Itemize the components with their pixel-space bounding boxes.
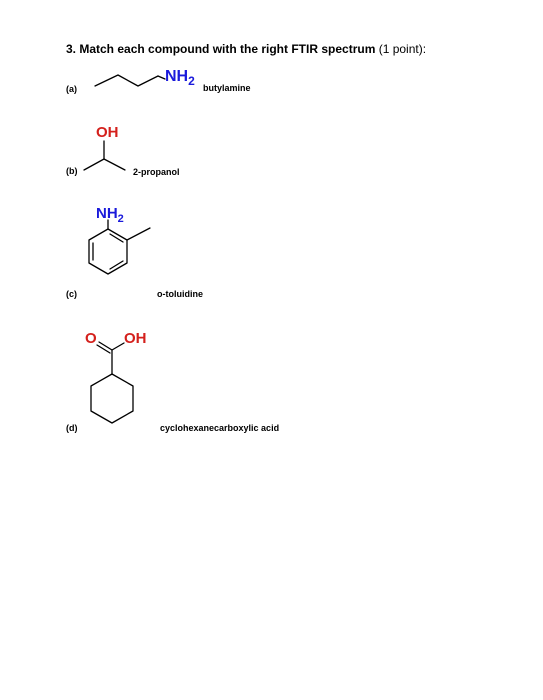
part-label-b: (b) [66,166,78,176]
part-label-d: (d) [66,423,78,433]
compound-name-b: 2-propanol [133,167,180,177]
toluidine-double-bond-3 [109,233,124,243]
compound-name-a: butylamine [203,83,251,93]
propanol-bond-right [103,158,126,171]
butylamine-structure [94,74,166,87]
acid-co-double-bond-a [98,341,113,351]
toluidine-methyl-bond [126,227,151,241]
propanol-structure [83,140,126,171]
toluidine-double-bond-2 [109,260,124,270]
butylamine-carbon-chain [94,74,159,87]
question-text: 3. Match each compound with the right FT… [66,42,376,56]
acid-carbonyl-o-label: O [85,330,97,347]
propanol-oh-label: OH [96,124,119,141]
butylamine-nh2-label: NH2 [165,68,195,88]
acid-oh-label: OH [124,330,147,347]
cyclohexanecarboxylic-acid-structure [90,341,134,424]
propanol-bond-left [83,158,105,171]
compound-name-c: o-toluidine [157,289,203,299]
toluidine-structure [88,219,151,275]
cyclohexane-ring [90,373,134,424]
question-heading: 3. Match each compound with the right FT… [66,42,426,56]
butylamine-cn-bond [157,75,166,80]
acid-co-double-bond-b [96,344,111,354]
toluidine-benzene-ring [88,228,128,275]
compound-name-d: cyclohexanecarboxylic acid [160,423,280,433]
part-label-a: (a) [66,84,77,94]
question-points: (1 point): [375,42,427,56]
toluidine-nh2-label: NH2 [96,205,124,225]
part-label-c: (c) [66,289,77,299]
acid-coh-bond [111,342,125,351]
